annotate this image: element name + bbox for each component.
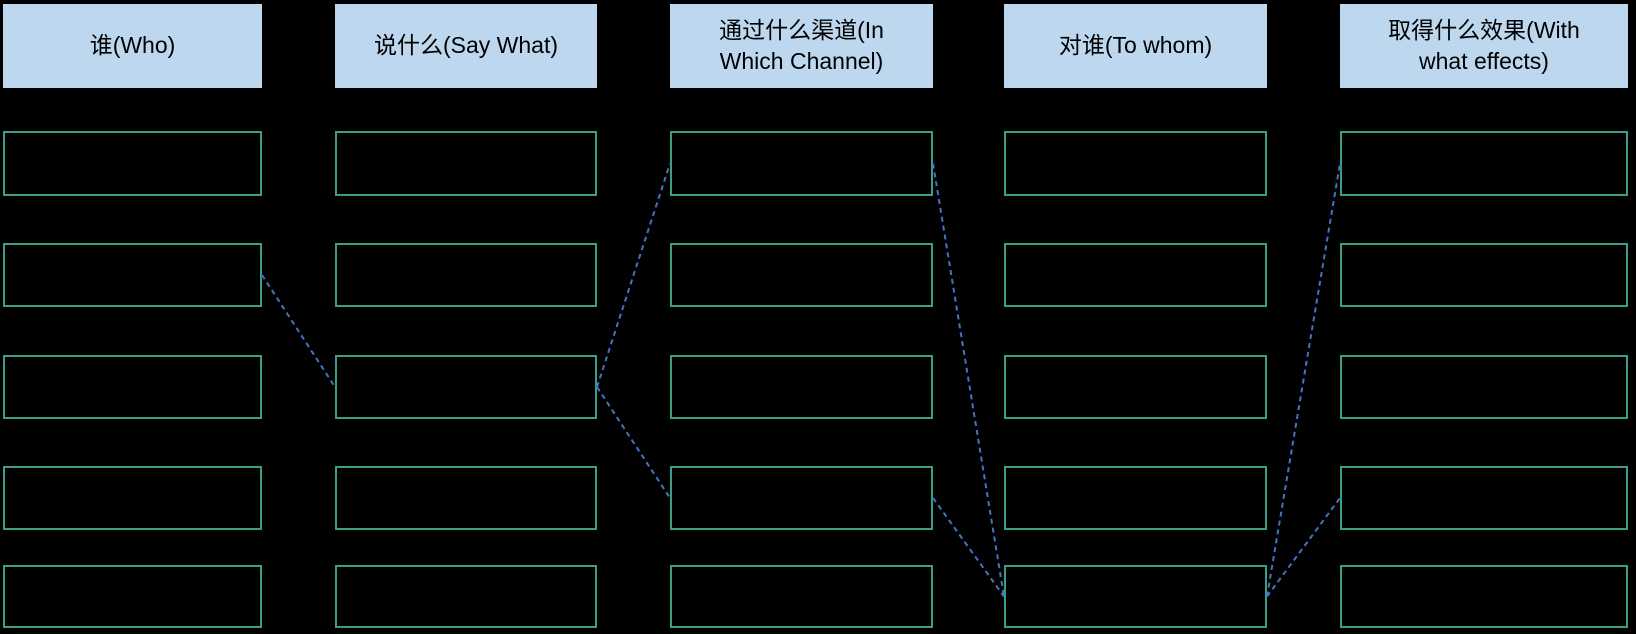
- cell-effects-row3: [1340, 355, 1628, 419]
- header-effects: 取得什么效果(With what effects): [1340, 4, 1628, 88]
- cell-say-what-row5: [335, 565, 597, 628]
- connector-towhom5-effects1: [1266, 163, 1341, 597]
- header-who: 谁(Who): [3, 4, 262, 88]
- cell-who-row3: [3, 355, 262, 419]
- cell-who-row5: [3, 565, 262, 628]
- header-channel-label: 通过什么渠道(In Which Channel): [719, 16, 884, 74]
- cell-effects-row1: [1340, 131, 1628, 196]
- cell-to-whom-row1: [1004, 131, 1267, 196]
- connector-towhom5-effects4: [1266, 497, 1341, 598]
- cell-channel-row2: [670, 243, 933, 307]
- cell-to-whom-row5: [1004, 565, 1267, 628]
- connector-saywhat3-channel4: [596, 386, 671, 499]
- cell-say-what-row4: [335, 466, 597, 530]
- cell-say-what-row2: [335, 243, 597, 307]
- cell-channel-row3: [670, 355, 933, 419]
- cell-say-what-row3: [335, 355, 597, 419]
- cell-who-row2: [3, 243, 262, 307]
- connector-who2-saywhat3: [261, 274, 336, 388]
- cell-effects-row2: [1340, 243, 1628, 307]
- header-to-whom: 对谁(To whom): [1004, 4, 1267, 88]
- cell-to-whom-row2: [1004, 243, 1267, 307]
- cell-who-row4: [3, 466, 262, 530]
- header-to-whom-label: 对谁(To whom): [1058, 32, 1213, 59]
- header-who-label: 谁(Who): [89, 32, 176, 59]
- connector-saywhat3-channel1: [596, 163, 671, 388]
- header-say-what-label: 说什么(Say What): [373, 32, 559, 59]
- header-effects-label: 取得什么效果(With what effects): [1388, 16, 1580, 74]
- cell-to-whom-row4: [1004, 466, 1267, 530]
- cell-channel-row1: [670, 131, 933, 196]
- cell-effects-row5: [1340, 565, 1628, 628]
- cell-channel-row5: [670, 565, 933, 628]
- cell-to-whom-row3: [1004, 355, 1267, 419]
- cell-say-what-row1: [335, 131, 597, 196]
- cell-who-row1: [3, 131, 262, 196]
- header-channel: 通过什么渠道(In Which Channel): [670, 4, 933, 88]
- cell-channel-row4: [670, 466, 933, 530]
- connector-channel1-towhom5: [932, 163, 1005, 597]
- connector-channel4-towhom5: [932, 497, 1005, 598]
- header-say-what: 说什么(Say What): [335, 4, 597, 88]
- cell-effects-row4: [1340, 466, 1628, 530]
